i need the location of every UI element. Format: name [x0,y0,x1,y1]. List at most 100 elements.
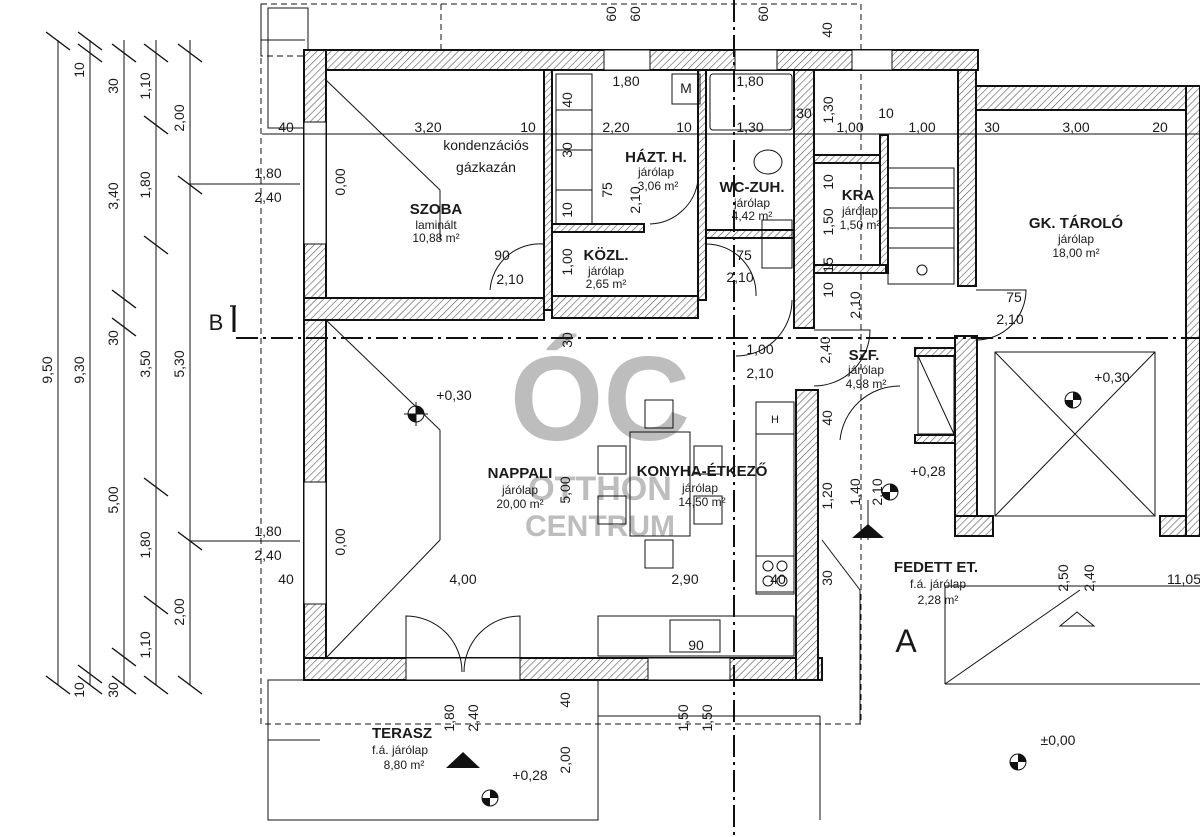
svg-text:1,80: 1,80 [736,73,763,89]
svg-text:NAPPALI: NAPPALI [488,465,553,482]
svg-text:1,20: 1,20 [819,482,835,509]
level-markers: +0,30 +0,30 +0,28 +0,28 ±0,00 [404,369,1130,807]
svg-text:4,98 m²: 4,98 m² [846,377,887,391]
svg-text:3,06 m²: 3,06 m² [638,179,679,193]
room-labels: SZOBA laminált 10,88 m² kondenzációs gáz… [372,137,1123,772]
svg-text:20: 20 [1152,119,1168,135]
svg-text:2,40: 2,40 [817,336,833,363]
svg-text:f.á. járólap: f.á. járólap [372,743,428,757]
svg-text:KÖZL.: KÖZL. [584,247,629,264]
svg-text:40: 40 [559,92,575,108]
top-dimensions: 40 3,20 10 2,20 10 1,30 30 1,00 10 1,00 … [262,73,1200,135]
svg-text:2,40: 2,40 [254,547,281,563]
svg-text:5,00: 5,00 [105,486,121,513]
svg-text:WC-ZUH.: WC-ZUH. [720,179,785,196]
fixtures: M H [267,73,1200,821]
svg-text:20,00 m²: 20,00 m² [496,497,543,511]
svg-text:40: 40 [770,571,786,587]
svg-text:60: 60 [603,6,619,22]
svg-text:1,50: 1,50 [820,208,836,235]
svg-text:gázkazán: gázkazán [456,159,516,175]
svg-text:5,00: 5,00 [557,476,573,503]
svg-text:10: 10 [820,174,836,190]
svg-text:30: 30 [559,332,575,348]
level-marker-terasz: +0,28 [481,767,548,807]
room-szoba: SZOBA laminált 10,88 m² [410,201,463,245]
svg-text:±0,00: ±0,00 [1041,732,1076,748]
svg-text:3,20: 3,20 [414,119,441,135]
svg-text:SZOBA: SZOBA [410,201,463,218]
svg-text:10: 10 [520,119,536,135]
svg-text:KONYHA-ÉTKEZŐ: KONYHA-ÉTKEZŐ [637,462,768,480]
watermark-line2: CENTRUM [525,510,675,543]
level-marker-fedett: +0,28 [881,463,946,501]
svg-text:40: 40 [278,571,294,587]
section-label-b: B [209,310,224,335]
svg-text:1,50: 1,50 [675,704,691,731]
svg-text:+0,28: +0,28 [512,767,548,783]
svg-text:1,80: 1,80 [254,523,281,539]
machine-label: M [680,80,692,96]
svg-text:2,10: 2,10 [496,271,523,287]
watermark: ÓC OTTHON CENTRUM [510,332,690,543]
svg-text:30: 30 [796,105,812,121]
svg-text:0,00: 0,00 [332,528,348,555]
svg-text:2,10: 2,10 [627,186,643,213]
axis-lines [230,0,1200,837]
room-wc: WC-ZUH. járólap 4,42 m² [720,179,785,223]
section-label-a: A [895,623,917,659]
svg-text:90: 90 [688,637,704,653]
entrance-markers [446,500,1096,768]
svg-text:75: 75 [599,182,615,198]
svg-text:1,40: 1,40 [847,478,863,505]
svg-text:3,50: 3,50 [137,350,153,377]
svg-text:0,00: 0,00 [332,168,348,195]
svg-text:+0,30: +0,30 [436,387,472,403]
section-markers: B A [209,310,918,659]
svg-text:10: 10 [71,62,87,78]
svg-text:KRA: KRA [842,187,875,204]
svg-text:1,10: 1,10 [137,631,153,658]
svg-text:járólap: járólap [1057,232,1094,246]
svg-text:1,80: 1,80 [612,73,639,89]
svg-text:1,00: 1,00 [559,248,575,275]
svg-text:2,40: 2,40 [254,189,281,205]
svg-text:FEDETT ET.: FEDETT ET. [894,559,978,576]
svg-text:2,40: 2,40 [465,704,481,731]
level-marker-nappali: +0,30 [404,387,472,426]
room-hazt: HÁZT. H. járólap 3,06 m² [625,149,687,193]
svg-text:30: 30 [105,78,121,94]
svg-text:1,80: 1,80 [254,165,281,181]
svg-text:3,00: 3,00 [1062,119,1089,135]
svg-text:2,00: 2,00 [171,104,187,131]
room-nappali: NAPPALI járólap 20,00 m² [488,465,553,511]
svg-text:1,30: 1,30 [736,119,763,135]
svg-text:SZF.: SZF. [849,347,880,364]
svg-text:GK. TÁROLÓ: GK. TÁROLÓ [1029,214,1123,232]
left-dimensions: 9,50 10 9,30 10 30 3,40 30 5,00 30 1,10 … [39,31,300,698]
svg-text:5,30: 5,30 [171,350,187,377]
level-marker-gk: +0,30 [1064,369,1130,409]
svg-text:1,00: 1,00 [746,341,773,357]
svg-text:járólap: járólap [637,165,674,179]
svg-text:2,20: 2,20 [602,119,629,135]
room-kra: KRA járólap 1,50 m² [840,187,881,232]
svg-text:+0,28: +0,28 [910,463,946,479]
svg-text:10: 10 [676,119,692,135]
svg-text:11,05: 11,05 [1167,571,1200,587]
svg-text:1,00: 1,00 [908,119,935,135]
svg-text:90: 90 [494,247,510,263]
svg-text:2,50: 2,50 [1055,564,1071,591]
svg-text:30: 30 [984,119,1000,135]
room-gk: GK. TÁROLÓ járólap 18,00 m² [1029,214,1123,260]
level-marker-ground: ±0,00 [1009,732,1076,771]
svg-text:40: 40 [278,119,294,135]
svg-text:járólap: járólap [733,196,770,210]
svg-text:járólap: járólap [501,483,538,497]
svg-text:1,50 m²: 1,50 m² [840,218,881,232]
svg-text:járólap: járólap [681,481,718,495]
svg-text:15: 15 [820,257,836,273]
svg-text:TERASZ: TERASZ [372,725,432,742]
svg-text:2,10: 2,10 [746,365,773,381]
